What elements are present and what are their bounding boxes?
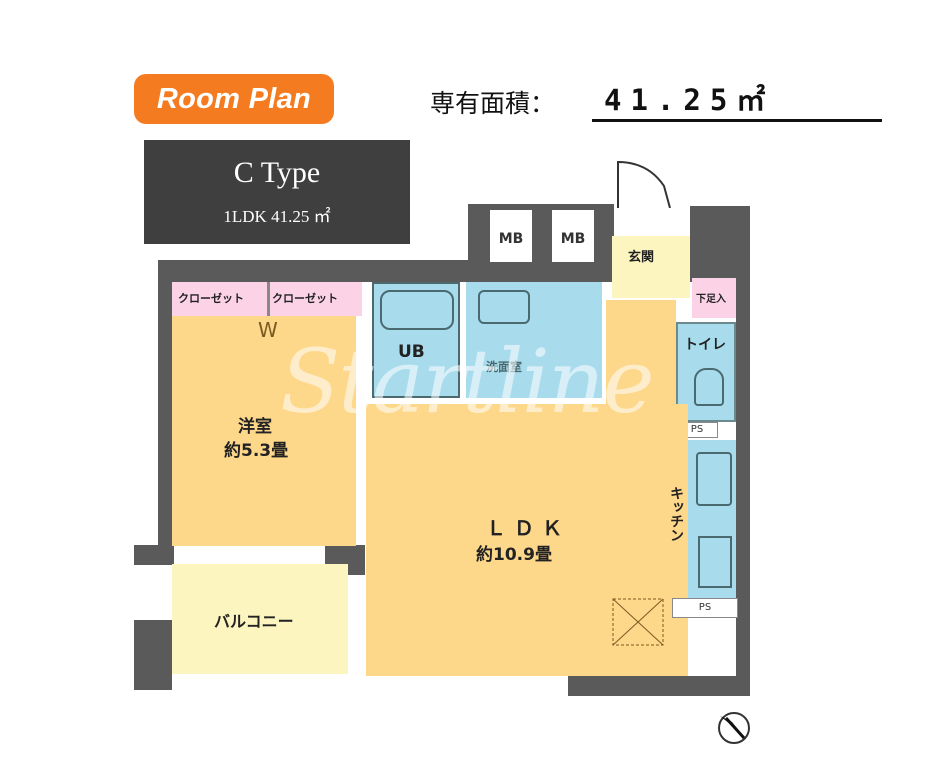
bathtub-icon (380, 290, 454, 330)
wall-balcony-left (134, 545, 174, 565)
toilet-icon (694, 368, 724, 406)
kitchen-label: キッチン (668, 486, 684, 542)
closet-2-label: クローゼット (272, 292, 338, 305)
area-value: 41.25㎡ (592, 82, 882, 122)
entrance-door-icon (617, 160, 671, 208)
area-label: 専有面積： (430, 89, 556, 118)
shoe-box (692, 278, 736, 318)
entrance-area (612, 236, 690, 298)
stove-icon (698, 536, 732, 588)
shoe-box-label: 下足入 (696, 294, 726, 305)
washroom-label: 洗面室 (486, 360, 523, 374)
unit-type-title: C Type (233, 156, 321, 189)
ldk-size: 約10.9畳 (476, 545, 552, 565)
sink-icon (478, 290, 530, 324)
compass-north-arrow-icon (718, 712, 750, 744)
ldk-room (366, 404, 688, 676)
meter-box-1: MB (490, 210, 532, 262)
closet-marker: W (258, 318, 278, 342)
watermark: Startline (280, 330, 655, 433)
balcony (172, 564, 348, 674)
wall-balcony-block (134, 620, 172, 690)
washroom (466, 282, 602, 398)
western-room (172, 316, 356, 546)
closet-1-label: クローゼット (178, 292, 244, 305)
western-room-name: 洋室 (238, 417, 272, 437)
western-room-size: 約5.3畳 (224, 441, 289, 461)
wall-left (158, 260, 172, 546)
balcony-label: バルコニー (214, 612, 294, 631)
wall-bottom-right (568, 676, 750, 696)
entrance-label: 玄関 (628, 250, 655, 265)
meter-box-2: MB (552, 210, 594, 262)
kitchen-sink-icon (696, 452, 732, 506)
wall-top-left (158, 260, 468, 282)
unit-bath (372, 282, 460, 398)
storage-x-icon (612, 598, 664, 646)
pipe-space-2: PS (672, 598, 738, 618)
room-plan-badge: Room Plan (134, 74, 334, 124)
wall-right-top (690, 206, 736, 282)
ldk-name: ＬＤＫ (486, 516, 570, 540)
unit-type-box: C Type 1LDK 41.25 ㎡ (144, 140, 410, 244)
closet-divider (267, 282, 270, 316)
hallway (606, 300, 676, 404)
wall-right (736, 206, 750, 696)
unit-type-subtitle: 1LDK 41.25 ㎡ (223, 207, 331, 226)
unit-bath-label: UB (398, 342, 425, 362)
toilet-label: トイレ (684, 337, 726, 353)
